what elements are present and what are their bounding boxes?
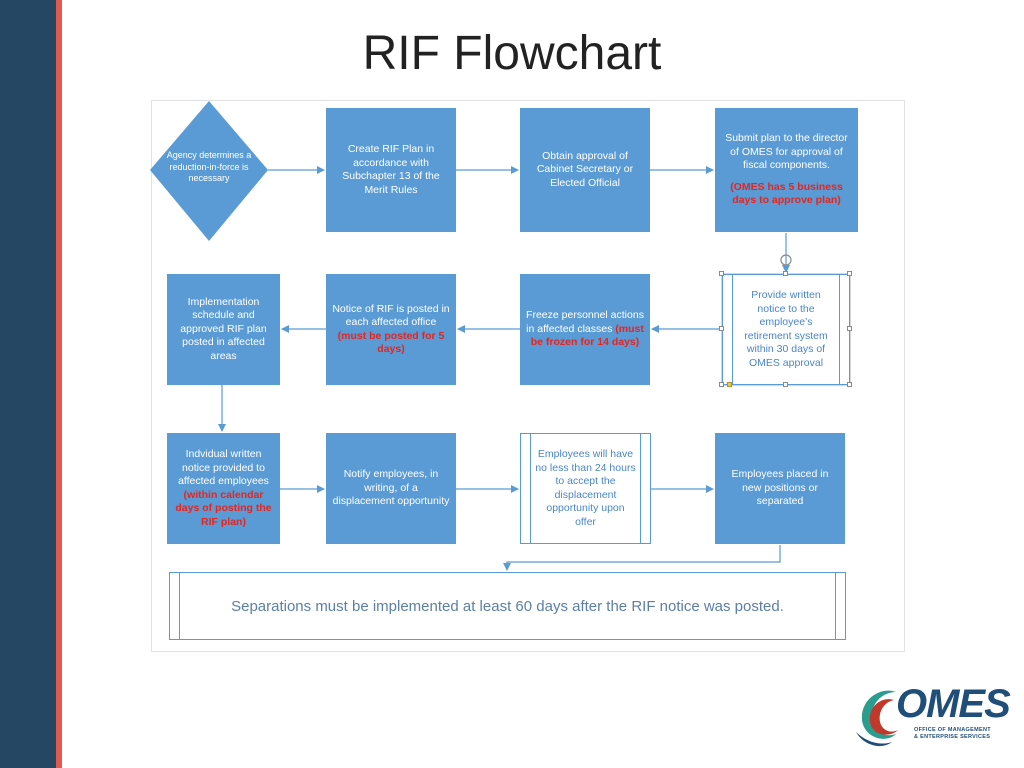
step-employees-placed: Employees placed in new positions or sep… <box>715 433 845 544</box>
selection-handle[interactable] <box>719 326 724 331</box>
step-submit-plan-label: Submit plan to the director of OMES for … <box>725 132 848 172</box>
step-notify-employees-label: Notify employees, in writing, of a displ… <box>332 468 450 508</box>
step-obtain-approval: Obtain approval of Cabinet Secretary or … <box>520 108 650 232</box>
step-freeze-actions-emphasis: (must be frozen for 14 days) <box>530 322 644 349</box>
selection-handle[interactable] <box>719 271 724 276</box>
sidebar-accent-stripe <box>56 0 62 768</box>
step-notice-posted-label: Notice of RIF is posted in each affected… <box>332 302 450 329</box>
omes-logo-subtitle-line1: OFFICE OF MANAGEMENT <box>914 727 991 733</box>
adjust-handle[interactable] <box>727 382 732 387</box>
step-retirement-notice-label: Provide written notice to the employee’s… <box>744 289 828 369</box>
step-accept-displacement-label: Employees will have no less than 24 hour… <box>535 448 636 528</box>
selection-handle[interactable] <box>847 326 852 331</box>
omes-logo-subtitle: OFFICE OF MANAGEMENT & ENTERPRISE SERVIC… <box>914 727 991 740</box>
selection-handle[interactable] <box>847 382 852 387</box>
step-accept-displacement: Employees will have no less than 24 hour… <box>520 433 651 544</box>
step-individual-notice-label: Indvidual written notice provided to aff… <box>178 448 269 487</box>
selection-handle[interactable] <box>783 271 788 276</box>
omes-logo-wordmark: OMES <box>896 682 1011 726</box>
selection-handle[interactable] <box>783 382 788 387</box>
step-implementation-schedule: Implementation schedule and approved RIF… <box>167 274 280 385</box>
step-submit-plan-emphasis: (OMES has 5 business days to approve pla… <box>730 180 843 207</box>
step-individual-notice-emphasis: (within calendar days of posting the RIF… <box>175 488 272 528</box>
step-individual-notice: Indvidual written notice provided to aff… <box>167 433 280 544</box>
arrow-placed-to-footer <box>503 545 781 571</box>
sidebar-band <box>0 0 56 768</box>
omes-logo-subtitle-line2: & ENTERPRISE SERVICES <box>914 733 991 740</box>
step-freeze-actions-label: Freeze personnel actions in affected cla… <box>526 309 644 335</box>
slide-title: RIF Flowchart <box>362 27 662 80</box>
step-notice-posted-emphasis: (must be posted for 5 days) <box>337 329 445 356</box>
step-implementation-schedule-label: Implementation schedule and approved RIF… <box>180 295 267 362</box>
omes-logo: OMES OFFICE OF MANAGEMENT & ENTERPRISE S… <box>852 680 1011 752</box>
start-decision-label: Agency determines a reduction-in-force i… <box>166 150 252 183</box>
step-submit-plan: Submit plan to the director of OMES for … <box>715 108 858 232</box>
step-retirement-notice: Provide written notice to the employee’s… <box>722 274 850 385</box>
rotate-handle-icon <box>780 254 792 266</box>
step-employees-placed-label: Employees placed in new positions or sep… <box>731 468 829 508</box>
step-create-rif-plan-label: Create RIF Plan in accordance with Subch… <box>342 143 440 196</box>
omes-logo-mark <box>856 690 898 747</box>
selection-handle[interactable] <box>719 382 724 387</box>
selection-handle[interactable] <box>847 271 852 276</box>
step-notice-posted: Notice of RIF is posted in each affected… <box>326 274 456 385</box>
step-notify-employees: Notify employees, in writing, of a displ… <box>326 433 456 544</box>
footer-banner-label: Separations must be implemented at least… <box>231 597 784 615</box>
step-create-rif-plan: Create RIF Plan in accordance with Subch… <box>326 108 456 232</box>
footer-banner: Separations must be implemented at least… <box>169 572 846 640</box>
step-freeze-actions: Freeze personnel actions in affected cla… <box>520 274 650 385</box>
decision-diamond <box>150 101 268 241</box>
step-obtain-approval-label: Obtain approval of Cabinet Secretary or … <box>536 149 634 189</box>
